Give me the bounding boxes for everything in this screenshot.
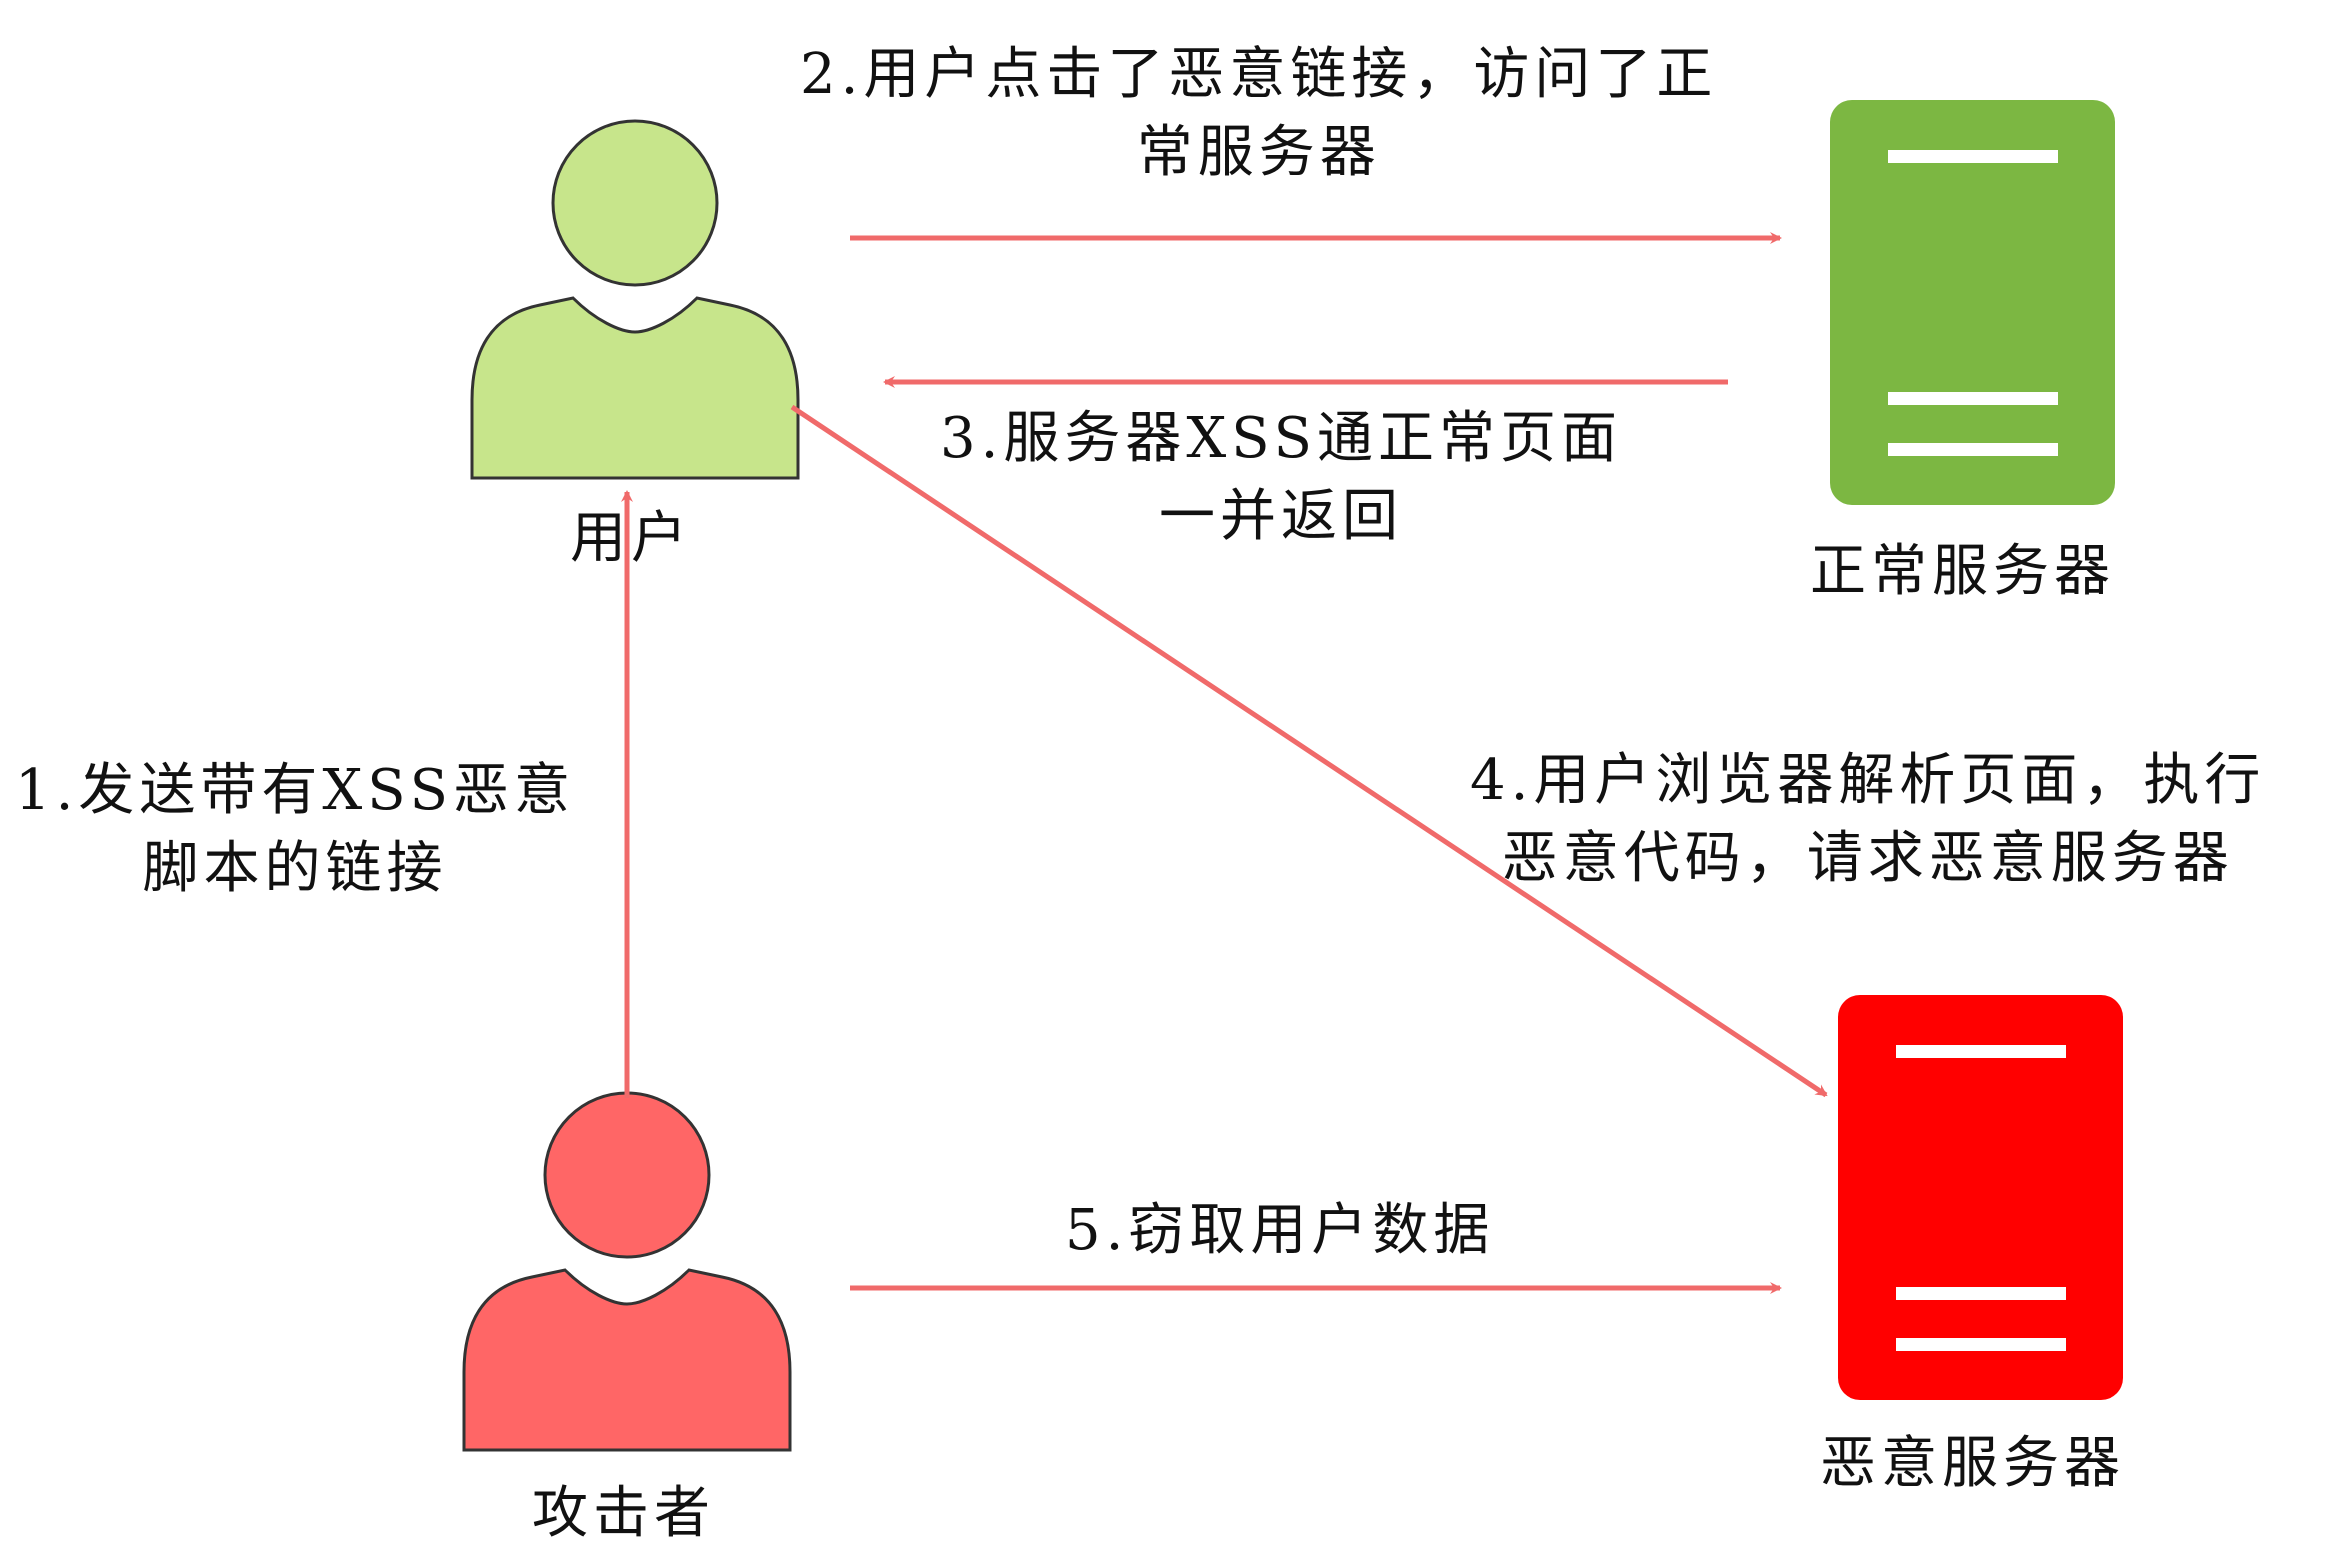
- normal-server-slot: [1888, 443, 2058, 456]
- step-4-label-line2: 恶意代码，请求恶意服务器: [1501, 826, 2234, 891]
- user-person-head: [551, 119, 719, 287]
- attacker-person-icon: [462, 1091, 792, 1452]
- user-person-icon: [470, 119, 800, 480]
- malicious-server-slot: [1896, 1287, 2066, 1300]
- step-2-label-line2: 常服务器: [1136, 120, 1381, 185]
- step-2-label-line1: 2.用户点击了恶意链接，访问了正: [800, 42, 1718, 107]
- step-2-label: 2.用户点击了恶意链接，访问了正 常服务器: [800, 36, 1717, 192]
- malicious-server-slot: [1896, 1045, 2066, 1058]
- arrow-step-4: [790, 404, 1828, 1098]
- step-4-label: 4.用户浏览器解析页面，执行 恶意代码，请求恶意服务器: [1470, 742, 2265, 898]
- attacker-person-head: [543, 1091, 711, 1259]
- step-3-label-line2: 一并返回: [1159, 484, 1404, 549]
- attacker-person-body: [462, 1268, 792, 1452]
- step-1-label-line1: 1.发送带有XSS恶意: [15, 758, 576, 823]
- normal-server-slot: [1888, 392, 2058, 405]
- normal-server-label: 正常服务器: [1810, 539, 2115, 604]
- malicious-server-icon: [1838, 995, 2123, 1400]
- step-1-label: 1.发送带有XSS恶意 脚本的链接: [15, 752, 575, 908]
- malicious-server-label: 恶意服务器: [1820, 1431, 2125, 1496]
- normal-server-icon: [1830, 100, 2115, 505]
- step-3-label-line1: 3.服务器XSS通正常页面: [940, 406, 1623, 471]
- step-5-label-line1: 5.窃取用户数据: [1065, 1198, 1495, 1263]
- step-5-label: 5.窃取用户数据: [1065, 1192, 1494, 1270]
- step-4-label-line1: 4.用户浏览器解析页面，执行: [1470, 748, 2266, 813]
- user-person-body: [470, 296, 800, 480]
- malicious-server-slot: [1896, 1338, 2066, 1351]
- attacker-label: 攻击者: [532, 1481, 715, 1546]
- step-3-label: 3.服务器XSS通正常页面 一并返回: [940, 400, 1622, 556]
- user-label: 用户: [570, 506, 692, 571]
- step-1-label-line2: 脚本的链接: [142, 836, 448, 901]
- normal-server-slot: [1888, 150, 2058, 163]
